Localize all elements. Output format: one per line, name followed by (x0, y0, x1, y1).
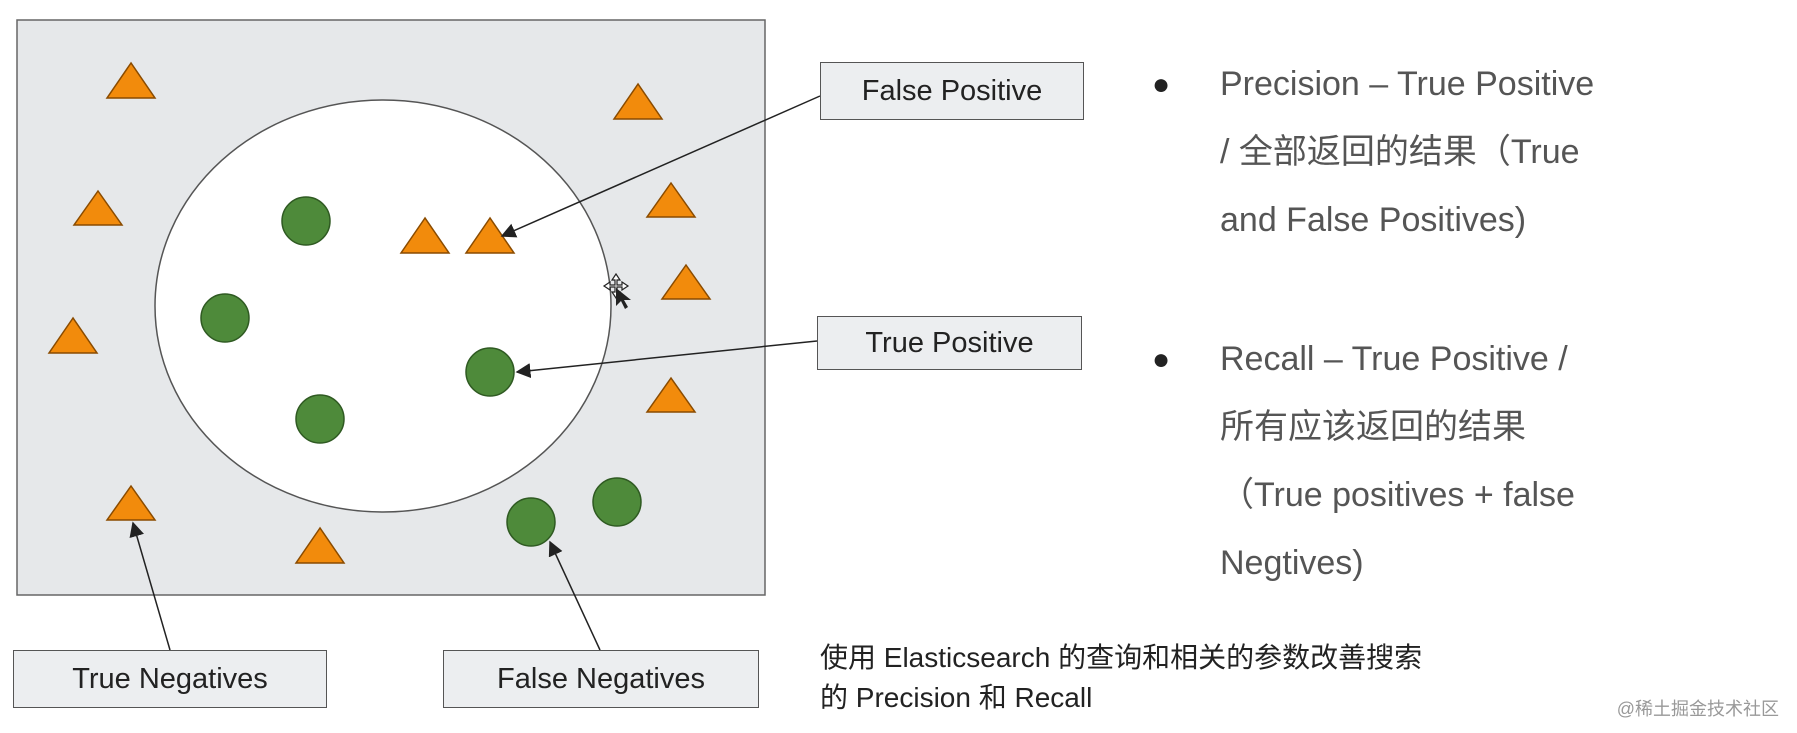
watermark: @稀土掘金技术社区 (1616, 699, 1779, 719)
circle-marker (200, 293, 250, 343)
circle-marker (465, 347, 515, 397)
arrow (129, 521, 171, 651)
triangle-marker (399, 216, 451, 254)
bullet-dot: ● (1152, 68, 1171, 101)
circle-marker (281, 196, 331, 246)
precision-definition: Precision – True Positive / 全部返回的结果（True… (1220, 65, 1595, 239)
false-positive-label: False Positive (820, 62, 1084, 120)
caption: 使用 Elasticsearch 的查询和相关的参数改善搜索 的 Precisi… (820, 642, 1423, 713)
circle-marker (295, 394, 345, 444)
cursor-move-icon (602, 272, 631, 309)
triangle-marker (105, 484, 157, 521)
recall-definition: Recall – True Positive / 所有应该返回的结果 （True… (1220, 340, 1575, 582)
triangle-marker (645, 181, 697, 218)
arrow (548, 540, 601, 651)
triangle-marker (47, 316, 99, 354)
triangle-marker (612, 82, 664, 120)
triangle-marker (72, 189, 124, 226)
arrow (515, 340, 818, 379)
triangle-markers (47, 61, 712, 564)
bullet-dot: ● (1152, 343, 1171, 376)
triangle-marker (105, 61, 157, 99)
true-negatives-label: True Negatives (13, 650, 327, 708)
triangle-marker (294, 526, 346, 564)
triangle-marker (645, 376, 697, 413)
arrow (500, 95, 821, 238)
circle-marker (592, 477, 642, 527)
retrieved-set-ellipse (154, 99, 612, 513)
triangle-marker (660, 263, 712, 300)
false-negatives-label: False Negatives (443, 650, 759, 708)
true-positive-label: True Positive (817, 316, 1082, 370)
circle-marker (506, 497, 556, 547)
circle-markers (200, 196, 642, 547)
